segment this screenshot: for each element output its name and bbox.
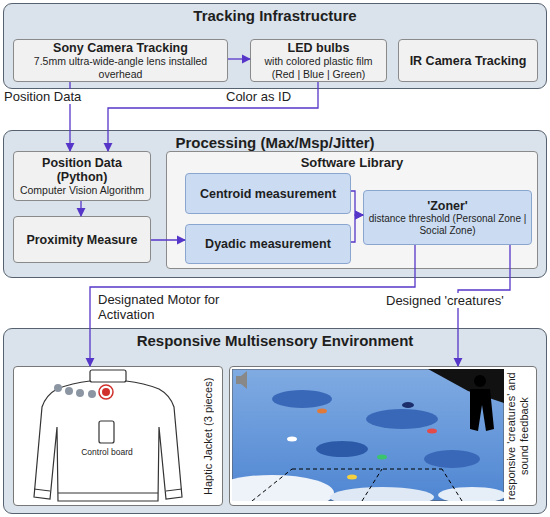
node-subtitle: Computer Vision Algorithm xyxy=(20,184,144,197)
node-title: Centroid measurement xyxy=(200,187,336,201)
dashed-line xyxy=(252,469,292,501)
water-blob xyxy=(272,390,332,408)
jacket-hem xyxy=(58,493,158,494)
control-board xyxy=(99,421,114,443)
vibration-motor xyxy=(65,387,73,395)
water-blob xyxy=(366,409,438,429)
creature xyxy=(347,475,357,480)
active-motor-ring xyxy=(99,385,113,399)
speaker-icon xyxy=(236,376,241,384)
module-box: Centroid measurement xyxy=(185,173,351,214)
process-box: IR Camera Tracking xyxy=(398,39,538,82)
node-title: Tracking Infrastructure xyxy=(4,7,546,25)
node-title: Software Library xyxy=(167,155,537,171)
vibration-motor xyxy=(54,384,62,392)
node-title: Haptic Jacket (3 pieces) xyxy=(202,371,218,501)
node-subtitle: with colored plastic film (Red | Blue | … xyxy=(255,55,382,80)
jacket-cuff xyxy=(166,489,182,491)
dashed-line xyxy=(442,469,462,501)
node-title: responsive 'creatures' and sound feedbac… xyxy=(505,371,533,501)
vibration-motor xyxy=(76,389,84,397)
jacket-collar xyxy=(90,370,126,382)
creature xyxy=(317,409,327,414)
edge-label: Designated Motor for Activation xyxy=(98,292,220,322)
node-title: Responsive Multisensory Environment xyxy=(4,332,546,350)
node-subtitle: 7.5mm ultra-wide-angle lens installed ov… xyxy=(18,55,223,80)
process-box: Sony Camera Tracking7.5mm ultra-wide-ang… xyxy=(13,39,228,82)
node-subtitle: distance threshold (Personal Zone | Soci… xyxy=(368,213,527,237)
edge-label: Position Data xyxy=(4,89,81,104)
edge-label: Color as ID xyxy=(226,89,291,104)
jacket-cuff xyxy=(34,489,50,491)
process-box: Position Data (Python)Computer Vision Al… xyxy=(13,151,151,201)
creature xyxy=(377,455,387,460)
projection-illustration xyxy=(232,369,504,501)
dashed-line xyxy=(362,469,382,501)
node-title: Processing (Max/Msp/Jitter) xyxy=(4,134,546,152)
creature xyxy=(427,429,437,434)
node-title: LED bulbs xyxy=(288,41,350,55)
water-blob xyxy=(316,441,368,457)
part-label: Control board xyxy=(72,447,142,457)
dashed-line xyxy=(292,469,442,470)
process-box: Proximity Measure xyxy=(13,216,151,263)
dark-area xyxy=(428,369,504,403)
person-head xyxy=(474,375,486,387)
jacket-illustration xyxy=(12,365,202,505)
node-title: Position Data (Python) xyxy=(18,156,146,184)
water-blob xyxy=(424,450,480,468)
node-title: Dyadic measurement xyxy=(205,237,331,251)
foam-patch xyxy=(232,475,334,501)
layer-band: Tracking InfrastructureSony Camera Track… xyxy=(3,3,547,89)
foam-patch xyxy=(330,487,434,501)
layer-band: Processing (Max/Msp/Jitter)Position Data… xyxy=(3,130,547,278)
module-box: Dyadic measurement xyxy=(185,224,351,264)
speaker-icon xyxy=(241,371,247,389)
edge-label: Designed 'creatures' xyxy=(386,293,504,308)
foam-patch xyxy=(438,487,504,501)
creature xyxy=(287,437,297,442)
creature xyxy=(402,402,414,408)
node-title: Proximity Measure xyxy=(26,233,137,247)
node-title: Sony Camera Tracking xyxy=(53,41,188,55)
node-title: 'Zoner' xyxy=(427,199,468,213)
module-box: 'Zoner'distance threshold (Personal Zone… xyxy=(363,190,532,245)
process-box: LED bulbswith colored plastic film (Red … xyxy=(250,39,387,82)
vibration-motor xyxy=(88,390,96,398)
node-title: IR Camera Tracking xyxy=(410,54,527,68)
person-body xyxy=(470,389,494,431)
active-motor xyxy=(102,388,110,396)
library-group: Software LibraryCentroid measurementDyad… xyxy=(166,151,538,269)
